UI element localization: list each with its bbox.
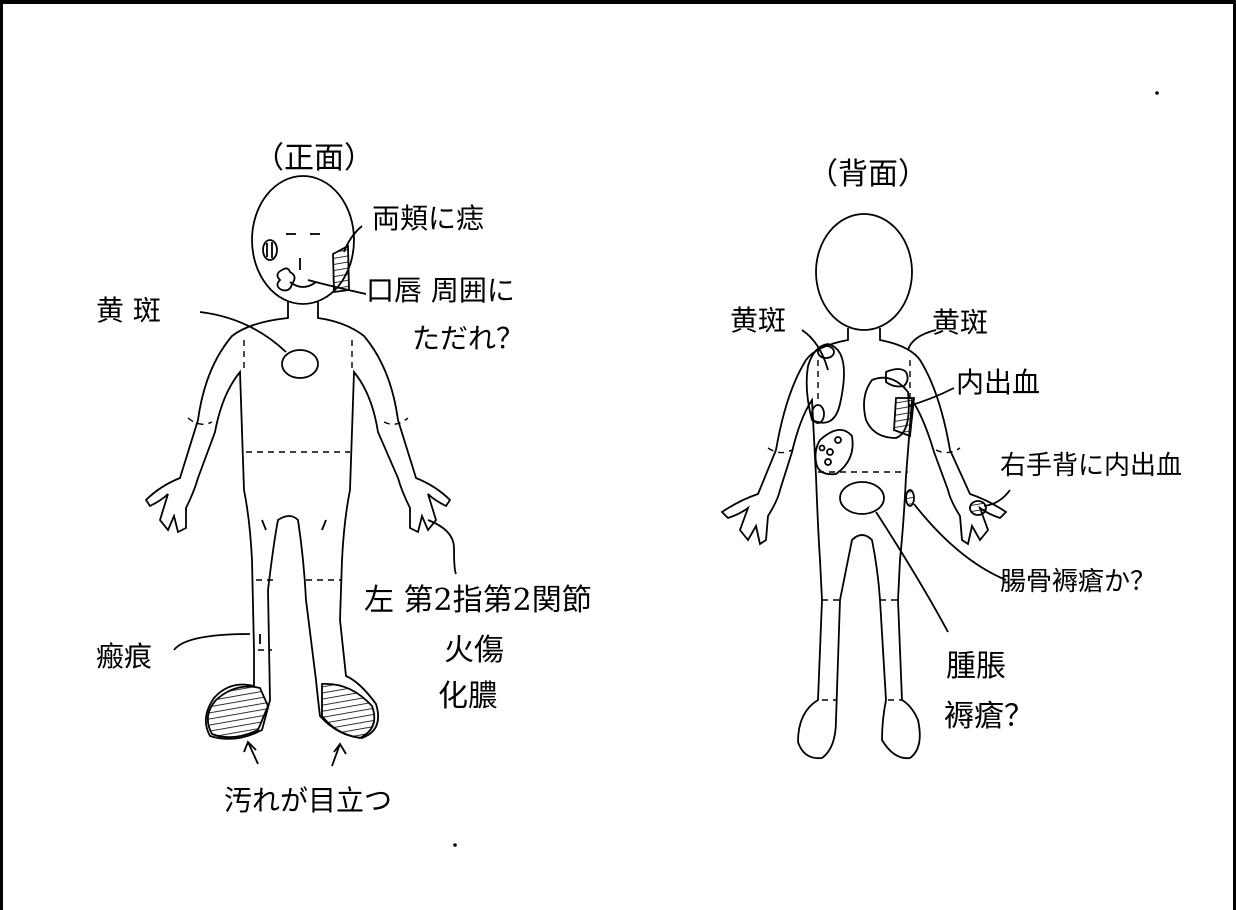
back-head — [815, 213, 913, 331]
front-figure — [144, 175, 457, 767]
front-body-outline — [144, 302, 452, 740]
label-cheeks: 両頬に痣 — [372, 202, 484, 235]
label-scar: 瘢痕 — [96, 640, 152, 673]
label-lips-line2: ただれ？ — [412, 322, 524, 355]
label-hip-sore: 腸骨褥瘡か？ — [1000, 567, 1156, 597]
front-head — [251, 175, 355, 305]
back-labels: （背面） 黄斑 黄斑 内出血 右手背に内出血 腸骨褥瘡か？ 腫脹 褥瘡？ — [730, 157, 1182, 734]
label-hand: 右手背に内出血 — [1000, 451, 1182, 481]
label-right-spot: 黄斑 — [932, 306, 988, 339]
back-body-outline — [720, 328, 1008, 760]
label-dirt: 汚れが目立つ — [224, 784, 392, 817]
back-figure — [720, 213, 1011, 760]
label-left-spot: 黄斑 — [730, 304, 786, 337]
label-finger-line1: 左 第2指第2関節 — [364, 583, 592, 618]
front-title: （正面） — [254, 141, 374, 176]
label-bleed: 内出血 — [956, 366, 1040, 399]
label-finger-line3: 化膿 — [438, 679, 498, 714]
front-labels: （正面） 両頬に痣 口唇 周囲に ただれ？ 黄 斑 左 第2指第2関節 火傷 化… — [96, 141, 592, 817]
back-title: （背面） — [808, 157, 928, 192]
label-chest: 黄 斑 — [96, 294, 161, 327]
label-swelling: 腫脹 — [946, 649, 1006, 684]
label-sore: 褥瘡？ — [944, 699, 1034, 734]
label-finger-line2: 火傷 — [444, 633, 504, 668]
label-lips-line1: 口唇 周囲に — [366, 274, 515, 307]
